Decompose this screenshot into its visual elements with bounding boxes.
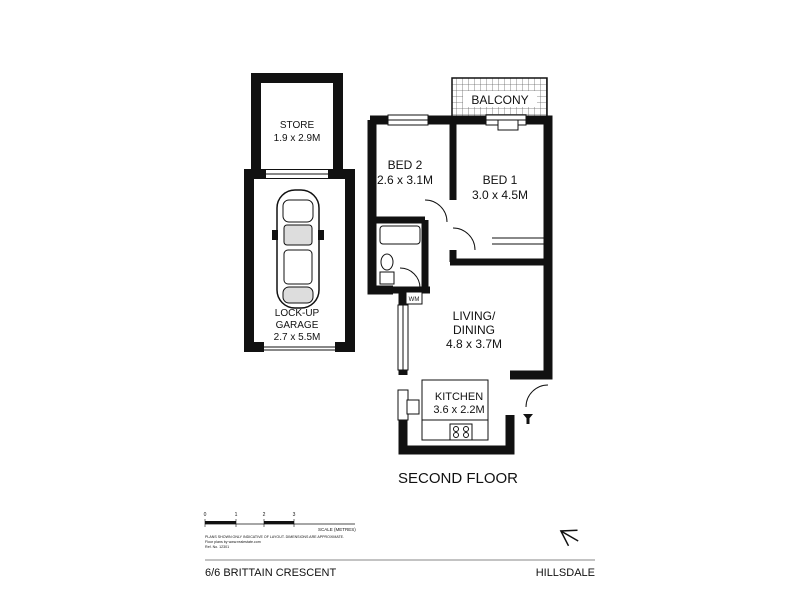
- bed2-size: 2.6 x 3.1M: [377, 173, 433, 187]
- wm-label: WM: [409, 297, 420, 303]
- disclaimer-line-2: Floor plans by www.realestate.com: [205, 540, 261, 544]
- washing-machine: [405, 291, 423, 305]
- garage-name-2: GARAGE: [276, 320, 319, 331]
- footer-suburb: HILLSDALE: [536, 567, 595, 579]
- bathtub: [379, 225, 421, 245]
- scale-tick-2: 2: [263, 512, 266, 518]
- north-arrow-icon: [559, 529, 579, 547]
- bed1-door: [452, 227, 476, 251]
- scale-tick-3: 3: [293, 512, 296, 518]
- store-name: STORE: [280, 120, 315, 131]
- disclaimer-line-3: Ref. No. 12301: [205, 545, 229, 549]
- living-name-2: DINING: [453, 323, 495, 337]
- bed2-name: BED 2: [388, 158, 423, 172]
- kitchen-sink: [406, 399, 420, 415]
- garage-block: STORE 1.9 x 2.9M LOCK-UP GARAGE 2.7 x 5.…: [244, 73, 355, 352]
- scale-bar: 0 1 2 3 SCALE (METRES): [204, 512, 357, 532]
- apartment-block: BALCONY WM: [367, 77, 553, 455]
- bed2-door: [424, 199, 448, 223]
- living-size: 4.8 x 3.7M: [446, 337, 502, 351]
- garage-size: 2.7 x 5.5M: [274, 332, 321, 343]
- car-icon: [272, 189, 324, 309]
- cooktop: [449, 423, 473, 441]
- bath-door: [399, 267, 421, 289]
- balcony-name: BALCONY: [471, 93, 528, 107]
- store-size: 1.9 x 2.9M: [274, 133, 321, 144]
- scale-tick-1: 1: [235, 512, 238, 518]
- scale-tick-0: 0: [204, 512, 207, 518]
- kitchen-name: KITCHEN: [435, 391, 483, 403]
- entry-door: [525, 384, 549, 408]
- footer-address: 6/6 BRITTAIN CRESCENT: [205, 567, 336, 579]
- floor-title: SECOND FLOOR: [398, 470, 518, 487]
- garage-walls: [244, 169, 355, 352]
- scale-label: SCALE (METRES): [318, 527, 356, 532]
- kitchen-size: 3.6 x 2.2M: [433, 404, 484, 416]
- toilet: [380, 253, 394, 271]
- bed1-size: 3.0 x 4.5M: [472, 188, 528, 202]
- balcony-door: [497, 119, 519, 131]
- garage-name-1: LOCK-UP: [275, 308, 320, 319]
- living-name-1: LIVING/: [453, 309, 496, 323]
- disclaimer-line-1: PLANS SHOWN ONLY INDICATIVE OF LAYOUT. D…: [205, 535, 344, 539]
- bed1-name: BED 1: [483, 173, 518, 187]
- basin: [379, 271, 395, 285]
